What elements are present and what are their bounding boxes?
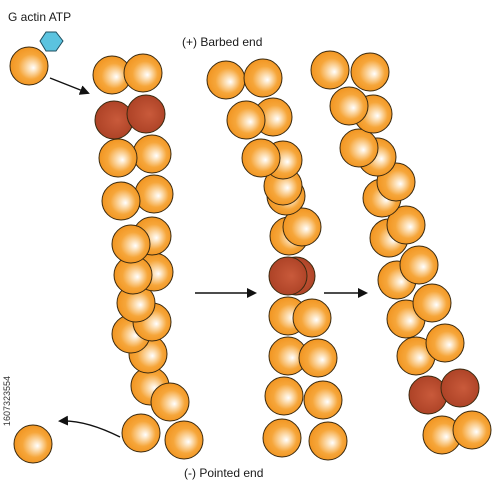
actin-monomer-f3-17	[329, 86, 369, 126]
actin-monomer-f2-17	[226, 100, 266, 140]
actin-monomer-f1-12	[132, 134, 172, 174]
actin-monomer-f3-1	[452, 410, 492, 450]
actin-monomer-f2-0	[262, 418, 302, 458]
atp-bound-monomer-f3-2	[408, 375, 448, 415]
atp-bound-monomer-f1-15	[126, 94, 166, 134]
actin-monomer-f1-17	[123, 53, 163, 93]
atp-bound-monomer-f3-3	[440, 368, 480, 408]
actin-monomer-f1-11	[101, 181, 141, 221]
free-monomers	[9, 46, 53, 464]
atp-hexagon-icon	[39, 31, 64, 52]
actin-monomer-f3-9	[399, 245, 439, 285]
atp-bound-monomer-f2-9	[268, 256, 308, 296]
actin-monomer-f2-1	[308, 421, 348, 461]
actin-monomer-f3-7	[412, 283, 452, 323]
actin-monomer-f2-5	[298, 338, 338, 378]
actin-monomer-f2-11	[282, 207, 322, 247]
actin-monomer-f2-2	[264, 376, 304, 416]
filament-middle	[206, 58, 348, 461]
actin-monomer-f3-11	[386, 205, 426, 245]
actin-monomer-free-1	[13, 424, 53, 464]
filament-left	[92, 53, 204, 460]
incoming-arrow-icon	[49, 77, 90, 95]
actin-monomer-f3-19	[310, 50, 350, 90]
atp-bound-monomer-f1-14	[94, 100, 134, 140]
actin-monomer-f2-15	[241, 138, 281, 178]
outgoing-arrow-icon	[58, 415, 121, 438]
actin-monomer-f1-19	[164, 420, 204, 460]
stock-id-watermark: 1607323554	[2, 376, 12, 427]
actin-monomer-f3-5	[425, 323, 465, 363]
actin-monomer-f2-7	[292, 298, 332, 338]
actin-monomer-f2-19	[243, 58, 283, 98]
actin-monomer-f1-13	[98, 138, 138, 178]
actin-monomer-f1-10	[134, 174, 174, 214]
actin-monomer-f1-9	[111, 224, 151, 264]
filament-right	[310, 50, 492, 455]
actin-monomer-f1-18	[121, 413, 161, 453]
actin-monomer-free-0	[9, 46, 49, 86]
g-actin-label: G actin ATP	[8, 10, 72, 24]
actin-monomer-f3-18	[350, 52, 390, 92]
actin-monomer-f3-15	[339, 128, 379, 168]
actin-monomer-f2-3	[303, 380, 343, 420]
pointed-end-label: (-) Pointed end	[184, 466, 264, 480]
actin-monomer-f1-1	[150, 382, 190, 422]
barbed-end-label: (+) Barbed end	[182, 35, 263, 49]
actin-monomer-f2-18	[206, 60, 246, 100]
